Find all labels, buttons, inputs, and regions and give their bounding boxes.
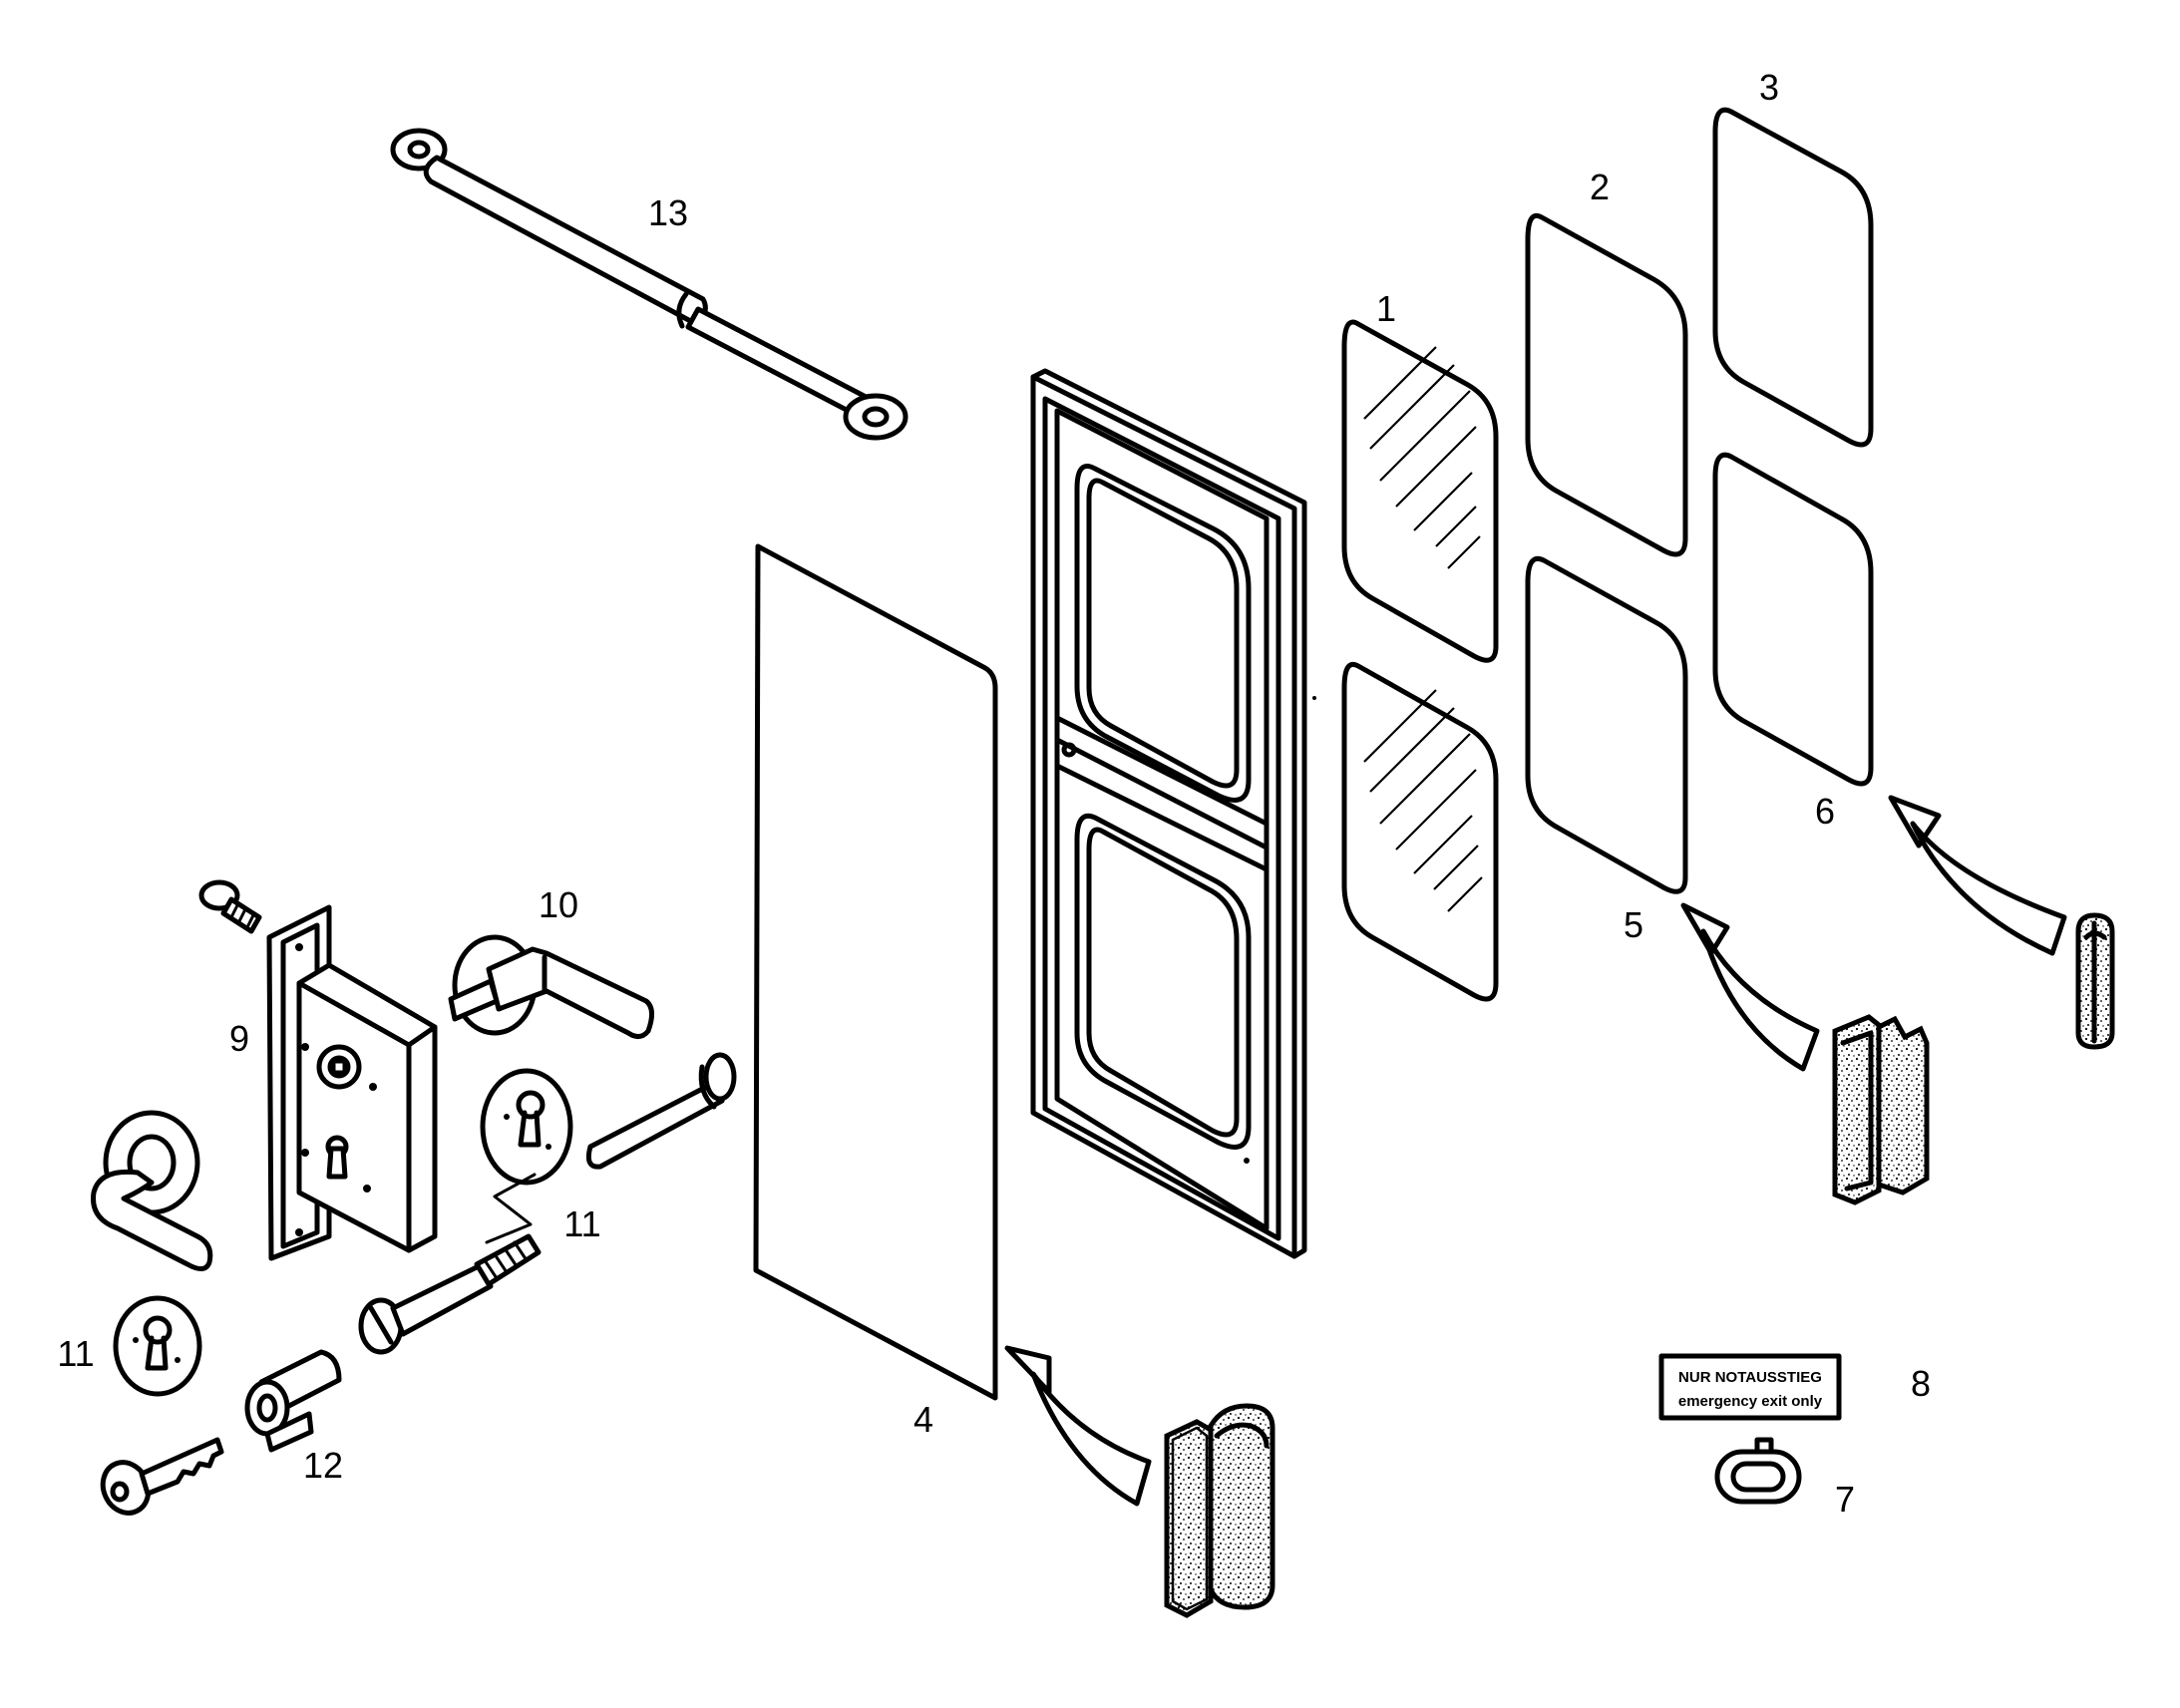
sign-line-2: emergency exit only	[1678, 1393, 1823, 1410]
callout-4: 4	[913, 1399, 933, 1440]
lever-handle-upper	[448, 934, 654, 1039]
seal-profile-small	[2075, 912, 2115, 1050]
seal-profile-medium	[1832, 1014, 1930, 1205]
emergency-exit-sign: NUR NOTAUSSTIEG emergency exit only	[1658, 1353, 1842, 1421]
callout-11-right: 11	[563, 1203, 600, 1244]
leader-line-11	[485, 1173, 537, 1244]
callout-7: 7	[1835, 1479, 1855, 1520]
key	[100, 1437, 224, 1516]
callout-8: 8	[1911, 1363, 1931, 1404]
callout-12: 12	[303, 1445, 343, 1486]
lock-body	[266, 904, 438, 1261]
sign-line-1: NUR NOTAUSSTIEG	[1678, 1369, 1822, 1386]
callout-11-left: 11	[57, 1333, 94, 1374]
callout-13: 13	[648, 192, 688, 233]
escutcheon-rosette-left	[113, 1295, 202, 1397]
callout-5: 5	[1624, 904, 1643, 945]
arrow-to-panel	[1004, 1345, 1152, 1507]
seal-frame-lower-mid	[1525, 555, 1688, 894]
seal-frame-upper-right	[1712, 107, 1874, 448]
callout-10: 10	[539, 884, 578, 925]
callout-1: 1	[1376, 288, 1396, 329]
seal-frame-upper-mid	[1525, 212, 1688, 557]
spindle-pin	[585, 1052, 737, 1170]
escutcheon-rosette-right	[480, 1068, 573, 1186]
lock-screw	[198, 879, 262, 934]
callout-3: 3	[1759, 67, 1779, 108]
lock-cylinder	[244, 1349, 342, 1453]
arrow-to-seal-6	[1888, 795, 2067, 956]
lever-handle-left	[91, 1110, 213, 1271]
callout-9: 9	[229, 1018, 249, 1059]
seal-profile-large	[1164, 1403, 1275, 1618]
callout-2: 2	[1590, 167, 1610, 207]
long-screw	[358, 1233, 542, 1355]
grommet	[1714, 1437, 1802, 1505]
seal-frame-lower-right	[1712, 452, 1874, 787]
door-panel	[753, 543, 998, 1401]
door-frame	[1030, 368, 1316, 1259]
gas-strut	[390, 128, 908, 441]
glass-pane-upper	[1341, 319, 1499, 663]
glass-pane-lower	[1341, 661, 1499, 1002]
callout-6: 6	[1815, 791, 1835, 832]
arrow-to-seal-5	[1680, 902, 1820, 1072]
